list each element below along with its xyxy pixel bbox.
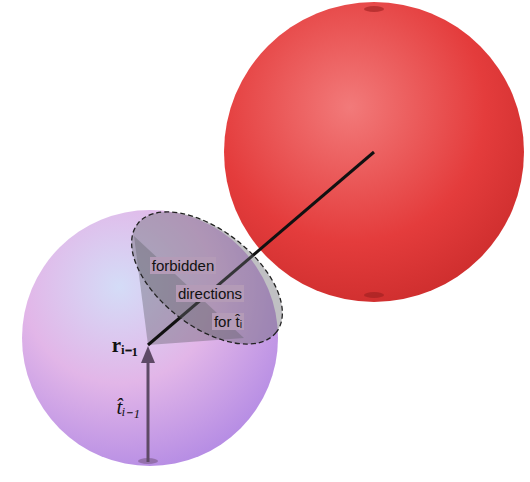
pole-mark	[364, 6, 384, 12]
text-wrap: forbidden directions for t̂ᵢ	[118, 252, 248, 336]
forbidden-region: forbidden directions for t̂ᵢ	[132, 212, 282, 344]
wrap-spacer	[118, 308, 208, 336]
tangent-label: t̂ᵢ₋₁	[60, 392, 140, 420]
position-label: rᵢ₋₁	[60, 330, 138, 358]
tangent-arrow-shaft	[147, 360, 150, 462]
cone-base-ellipse	[132, 212, 282, 344]
tangent-arrowhead	[141, 346, 155, 363]
pole-mark	[364, 292, 384, 298]
region-text: forbidden directions for t̂ᵢ	[150, 257, 244, 330]
wrap-spacer	[118, 280, 172, 308]
